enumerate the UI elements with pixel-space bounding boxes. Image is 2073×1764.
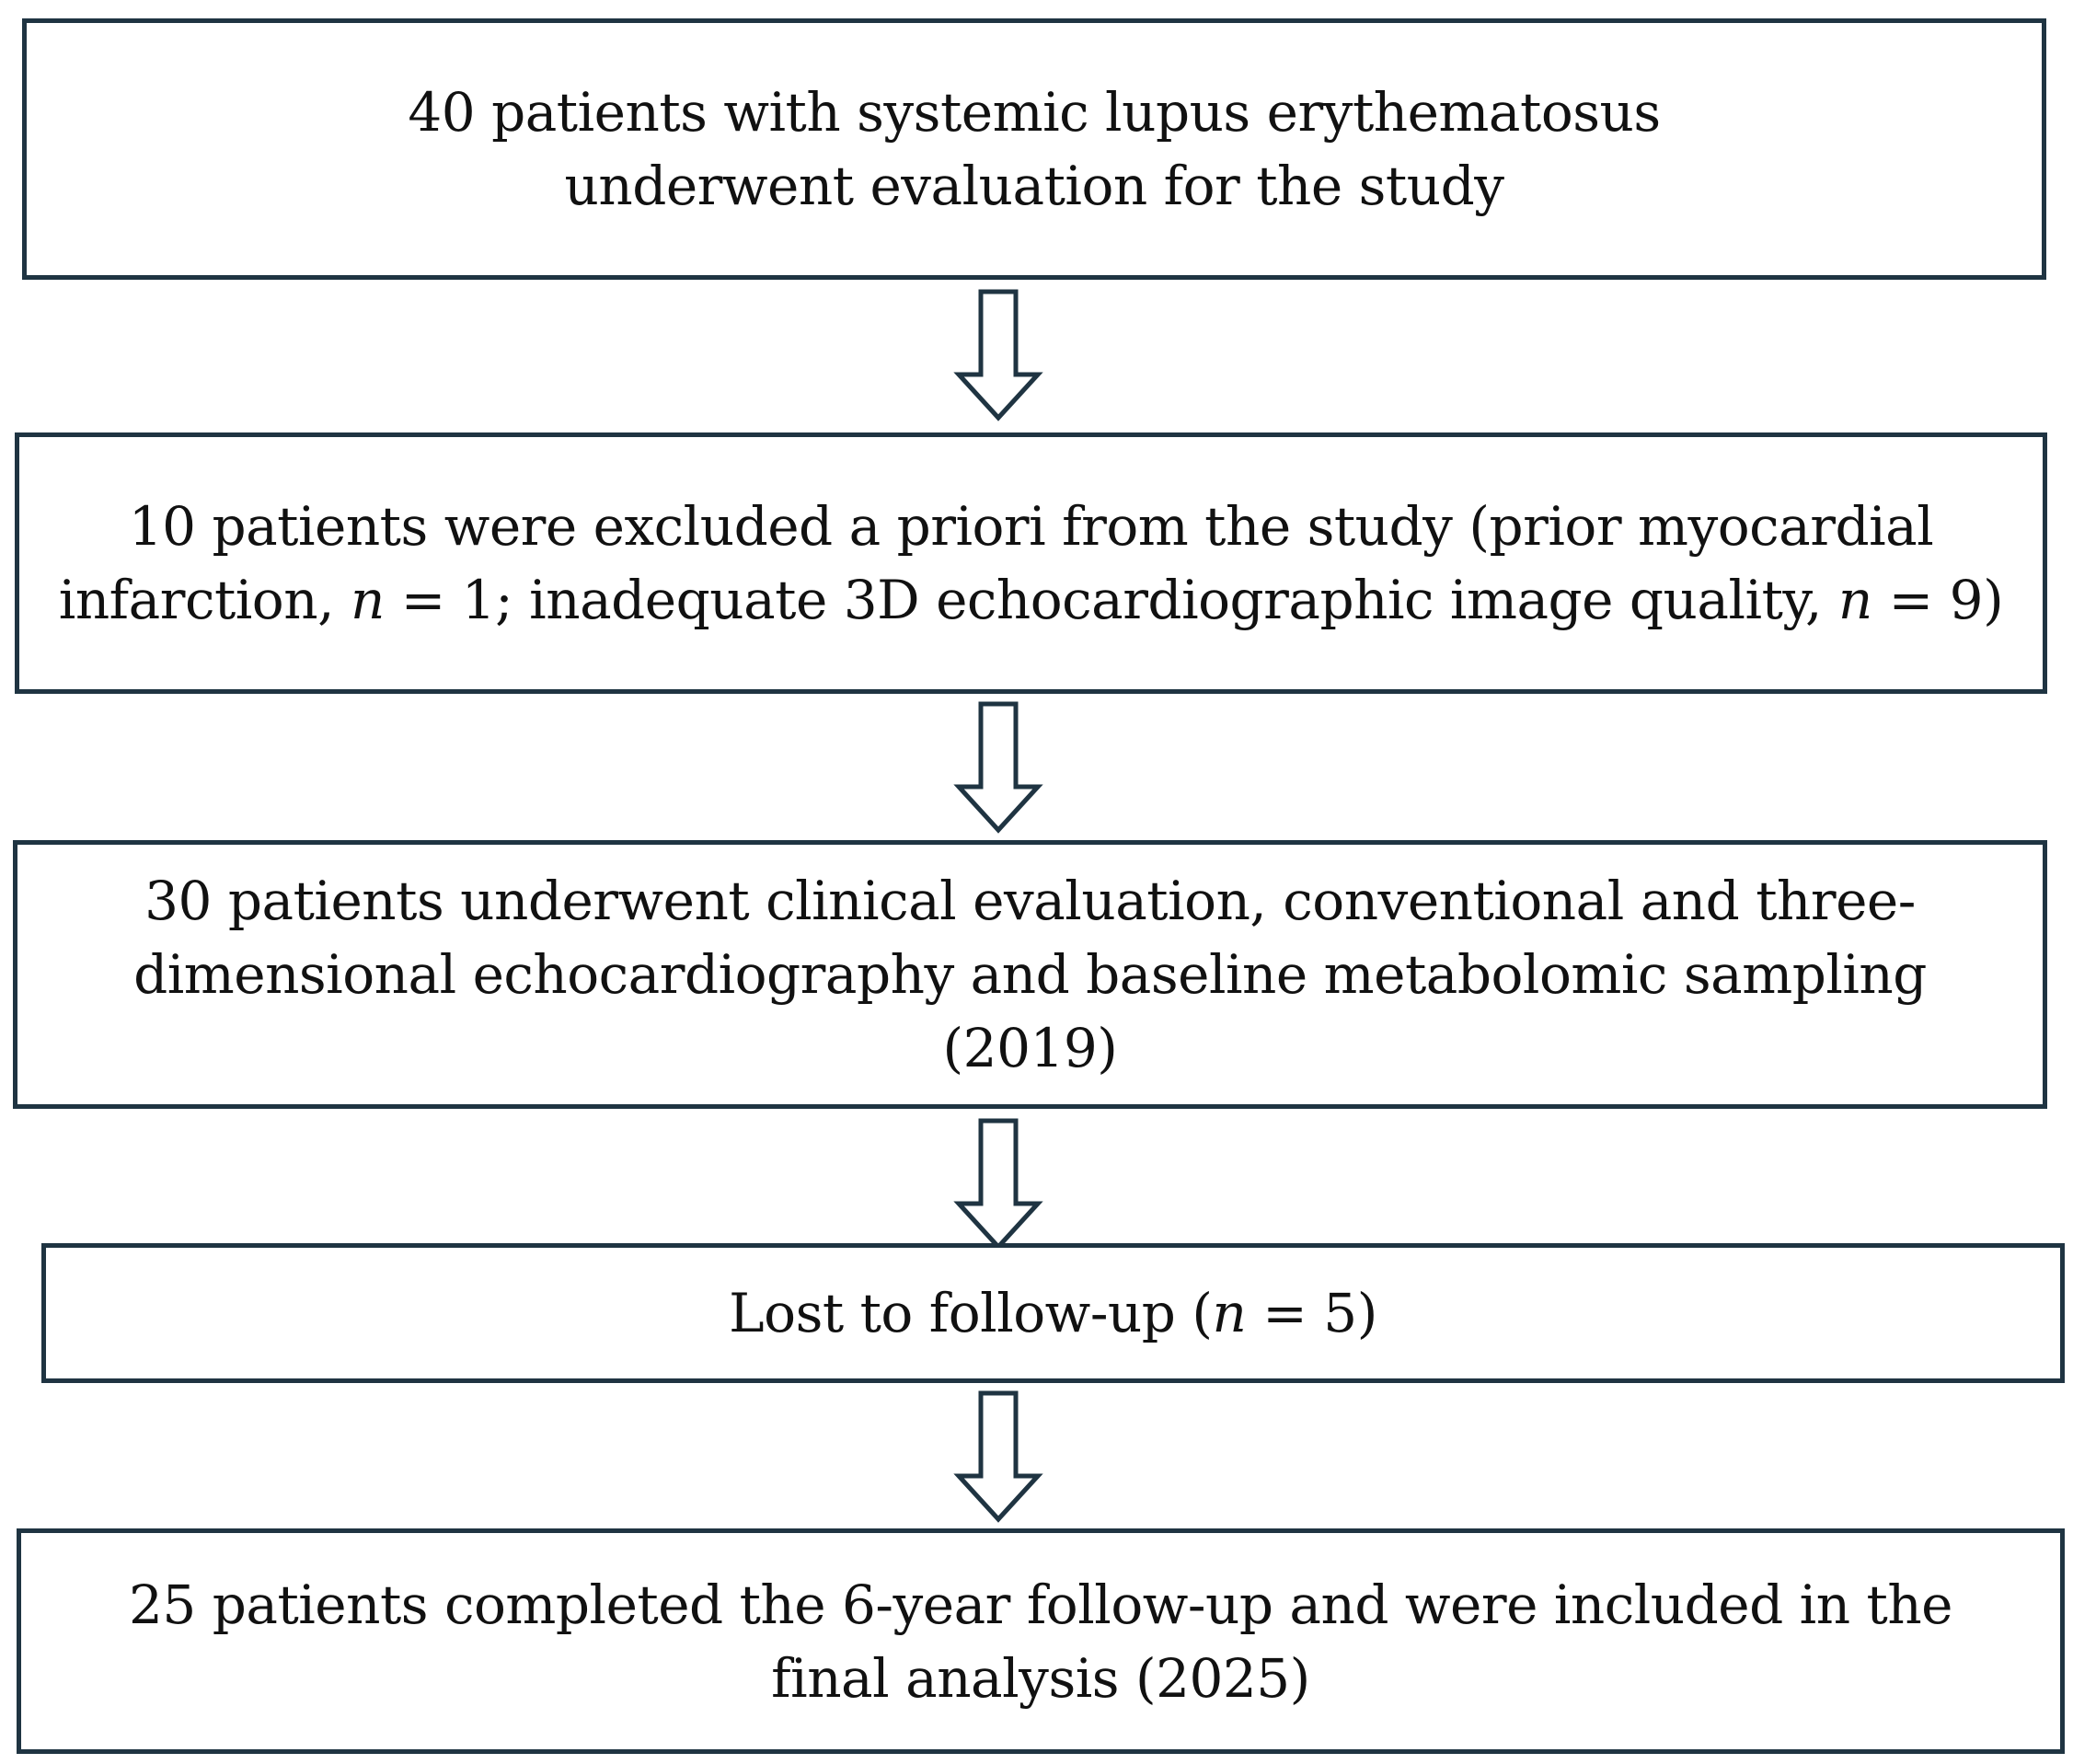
italic-n: n: [1212, 1282, 1247, 1344]
text-fragment: infarction,: [58, 569, 351, 631]
text-fragment: = 1; inadequate 3D echocardiographic ima…: [384, 569, 1838, 631]
down-arrow-icon: [953, 1390, 1043, 1523]
step-line: infarction, n = 1; inadequate 3D echocar…: [58, 563, 2004, 637]
text-fragment: Lost to follow-up (: [729, 1282, 1213, 1344]
step-line: 25 patients completed the 6-year follow-…: [129, 1573, 1953, 1636]
down-arrow-icon: [953, 1118, 1043, 1251]
step-box-lost: Lost to follow-up (n = 5): [41, 1243, 2065, 1383]
italic-n: n: [1837, 569, 1872, 631]
italic-n: n: [350, 569, 385, 631]
step-text-baseline: 30 patients underwent clinical evaluatio…: [133, 864, 1927, 1085]
step-line: 10 patients were excluded a priori from …: [128, 495, 1934, 558]
step-box-baseline: 30 patients underwent clinical evaluatio…: [13, 840, 2047, 1109]
text-fragment: = 5): [1246, 1282, 1377, 1344]
step-line: dimensional echocardiography and baselin…: [133, 943, 1927, 1006]
step-box-excluded: 10 patients were excluded a priori from …: [15, 432, 2047, 694]
step-line: 40 patients with systemic lupus erythema…: [408, 81, 1661, 144]
down-arrow-icon: [953, 289, 1043, 421]
step-line: underwent evaluation for the study: [564, 155, 1504, 217]
step-line: Lost to follow-up (n = 5): [729, 1276, 1377, 1350]
down-arrow-icon: [953, 701, 1043, 834]
step-text-excluded: 10 patients were excluded a priori from …: [58, 490, 2004, 637]
step-line: (2019): [942, 1017, 1118, 1079]
step-box-screened: 40 patients with systemic lupus erythema…: [22, 18, 2046, 280]
step-text-screened: 40 patients with systemic lupus erythema…: [408, 75, 1661, 223]
step-line: final analysis (2025): [771, 1646, 1310, 1710]
step-box-final: 25 patients completed the 6-year follow-…: [17, 1528, 2065, 1754]
step-line: 30 patients underwent clinical evaluatio…: [144, 870, 1916, 932]
text-fragment: = 9): [1871, 569, 2004, 631]
step-text-lost: Lost to follow-up (n = 5): [729, 1276, 1377, 1350]
step-text-final: 25 patients completed the 6-year follow-…: [129, 1568, 1953, 1715]
